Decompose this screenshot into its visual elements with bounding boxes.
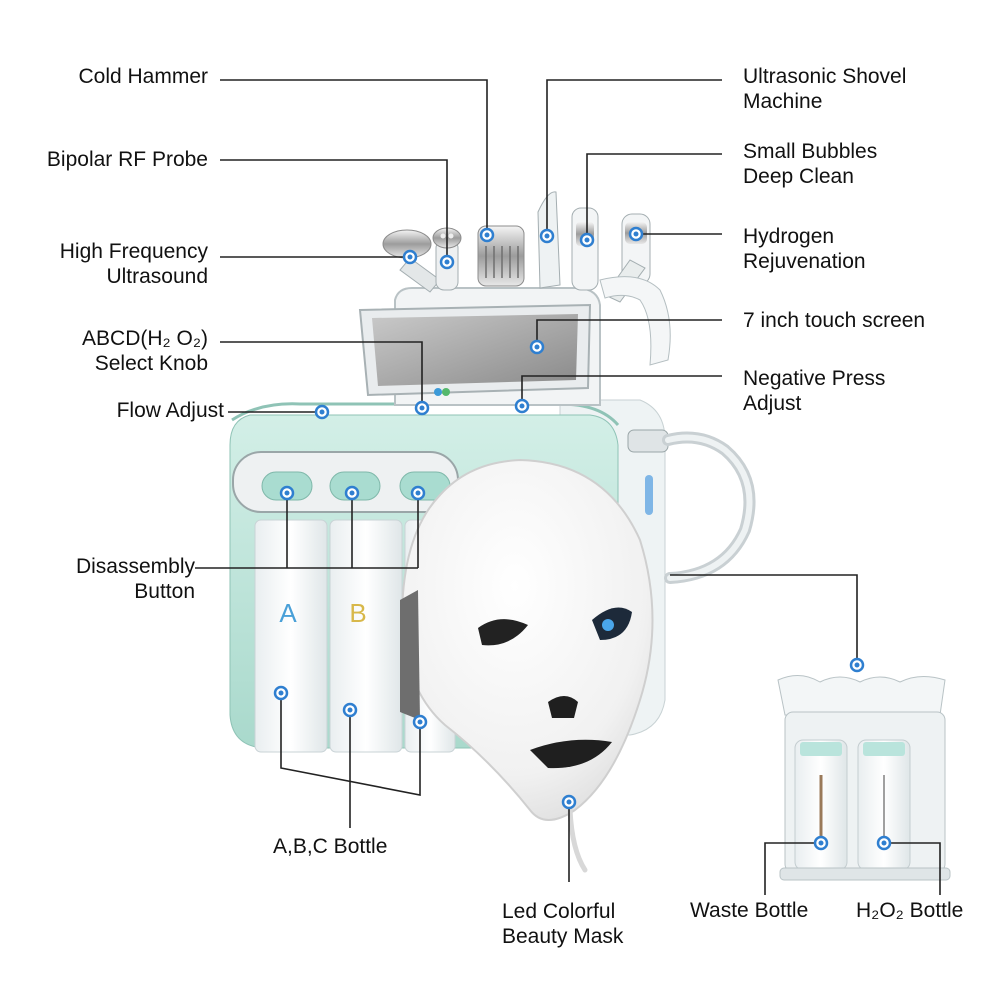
- callout-dot-icon: [561, 794, 577, 810]
- callout-dot-icon: [410, 485, 426, 501]
- led-mask: [400, 458, 654, 873]
- label-cold-hammer: Cold Hammer: [78, 65, 208, 88]
- callout-dot-icon: [628, 226, 644, 242]
- leader-small-bubbles: [586, 153, 722, 240]
- callout-dot-icon: [813, 835, 829, 851]
- callout-dot-icon: [876, 835, 892, 851]
- label-led-mask: Led Colorful Beauty Mask: [502, 900, 624, 948]
- callout-dot-icon: [479, 227, 495, 243]
- label-negative-press-adjust: Negative Press Adjust: [743, 367, 886, 415]
- callout-dots: [273, 226, 892, 851]
- label-waste-bottle: Waste Bottle: [690, 899, 809, 922]
- touch-screen-unit: [358, 287, 601, 406]
- leader-negative-press: [521, 375, 722, 406]
- callout-dot-icon: [514, 398, 530, 414]
- label-h2o2-bottle: H₂O₂ Bottle: [856, 899, 964, 922]
- leader-h2o2-bottle: [884, 842, 941, 895]
- leader-waste-bottle: [764, 842, 821, 895]
- callout-dot-icon: [314, 404, 330, 420]
- label-bipolar-rf-probe: Bipolar RF Probe: [46, 148, 208, 171]
- callout-dot-icon: [402, 249, 418, 265]
- callout-dot-icon: [579, 232, 595, 248]
- leader-touch-screen: [536, 319, 722, 347]
- label-abcd-select-knob: ABCD(H₂ O₂) Select Knob: [82, 327, 208, 375]
- callout-dot-icon: [414, 400, 430, 416]
- label-touch-screen: 7 inch touch screen: [743, 309, 926, 332]
- callout-dot-icon: [279, 485, 295, 501]
- leader-tray: [670, 574, 858, 665]
- label-hydrogen-rejuvenation: Hydrogen Rejuvenation: [743, 225, 866, 273]
- leader-ultrasonic-shovel: [546, 79, 722, 236]
- callout-dot-icon: [412, 714, 428, 730]
- bottle-letter-b: B: [349, 598, 366, 628]
- callout-dot-icon: [439, 254, 455, 270]
- leader-abcd-knob: [220, 341, 423, 408]
- callout-dot-icon: [273, 685, 289, 701]
- leader-lines: [195, 79, 941, 895]
- leader-cold-hammer: [220, 79, 488, 235]
- label-disassembly-button: Disassembly Button: [75, 555, 195, 603]
- callout-dot-icon: [849, 657, 865, 673]
- callout-dot-icon: [529, 339, 545, 355]
- bottle-letter-a: A: [279, 598, 297, 628]
- label-flow-adjust: Flow Adjust: [116, 399, 224, 422]
- label-abc-bottle: A,B,C Bottle: [273, 835, 388, 858]
- label-high-frequency-ultrasound: High Frequency Ultrasound: [59, 240, 208, 288]
- callout-dot-icon: [342, 702, 358, 718]
- label-small-bubbles: Small Bubbles Deep Clean: [743, 140, 878, 188]
- label-ultrasonic-shovel: Ultrasonic Shovel Machine: [743, 65, 907, 113]
- callout-dot-icon: [344, 485, 360, 501]
- bottle-tray: [777, 675, 951, 881]
- callout-dot-icon: [539, 228, 555, 244]
- leader-bipolar-rf: [220, 159, 448, 262]
